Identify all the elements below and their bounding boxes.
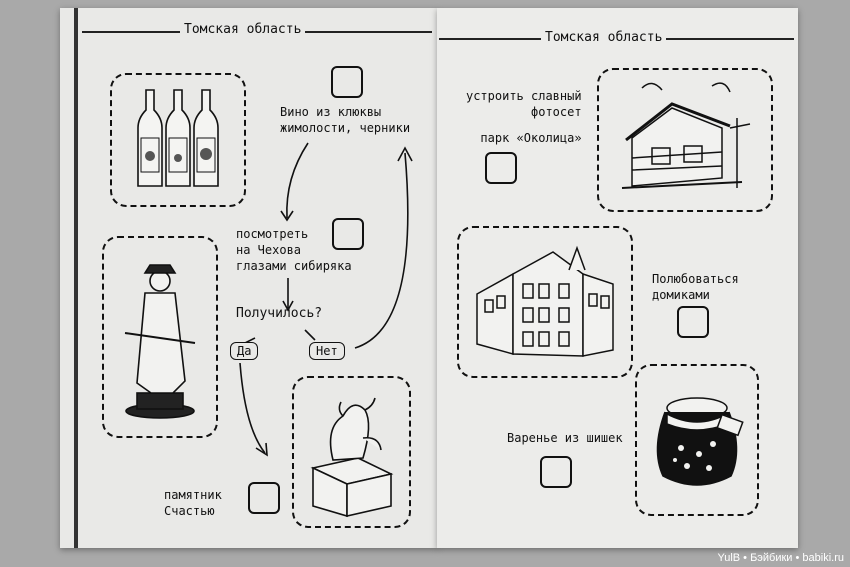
historic-building-illustration [476,245,614,357]
answer-yes-option[interactable]: Да [230,342,259,360]
jam-frame [635,364,759,516]
wine-bottles-illustration [137,89,219,187]
monument-label: памятник Счастью [164,488,222,518]
page-header: Томская область [541,30,667,45]
jam-checkbox[interactable] [540,456,572,488]
watermark: YulB • Бэйбики • babiki.ru [717,552,844,564]
jam-label: Варенье из шишек [507,431,623,445]
photo-checkbox[interactable] [485,152,517,184]
okolitsa-park-frame [597,68,773,212]
right-page: Томская область устроить славный фотосет… [437,8,798,548]
happiness-monument-illustration [310,397,394,518]
left-page: Томская область Вино из клюквы жимолости… [60,8,438,548]
page-header: Томская область [180,22,306,37]
houses-label: Полюбоваться домиками [652,272,739,302]
chekhov-checkbox[interactable] [332,218,364,250]
chekhov-label: посмотреть на Чехова глазами сибиряка [236,227,352,273]
open-book: Томская область Вино из клюквы жимолости… [60,8,798,550]
page-edge [74,8,78,548]
wine-label: Вино из клюквы жимолости, черники [280,105,411,135]
wine-checkbox[interactable] [331,66,363,98]
monument-checkbox[interactable] [248,482,280,514]
flow-arrows [234,142,413,457]
answer-no-option[interactable]: Нет [309,342,345,360]
okolitsa-house-illustration [621,82,751,189]
jam-jar-illustration [656,397,744,486]
question-label: Получилось? [236,306,323,321]
houses-checkbox[interactable] [677,306,709,338]
chekhov-frame [102,236,218,438]
photo-label: устроить славный фотосет парк «Околица» [465,89,582,145]
chekhov-monument-illustration [124,264,196,419]
houses-frame [457,226,633,378]
happiness-monument-frame [292,376,411,528]
wine-frame [110,73,246,207]
